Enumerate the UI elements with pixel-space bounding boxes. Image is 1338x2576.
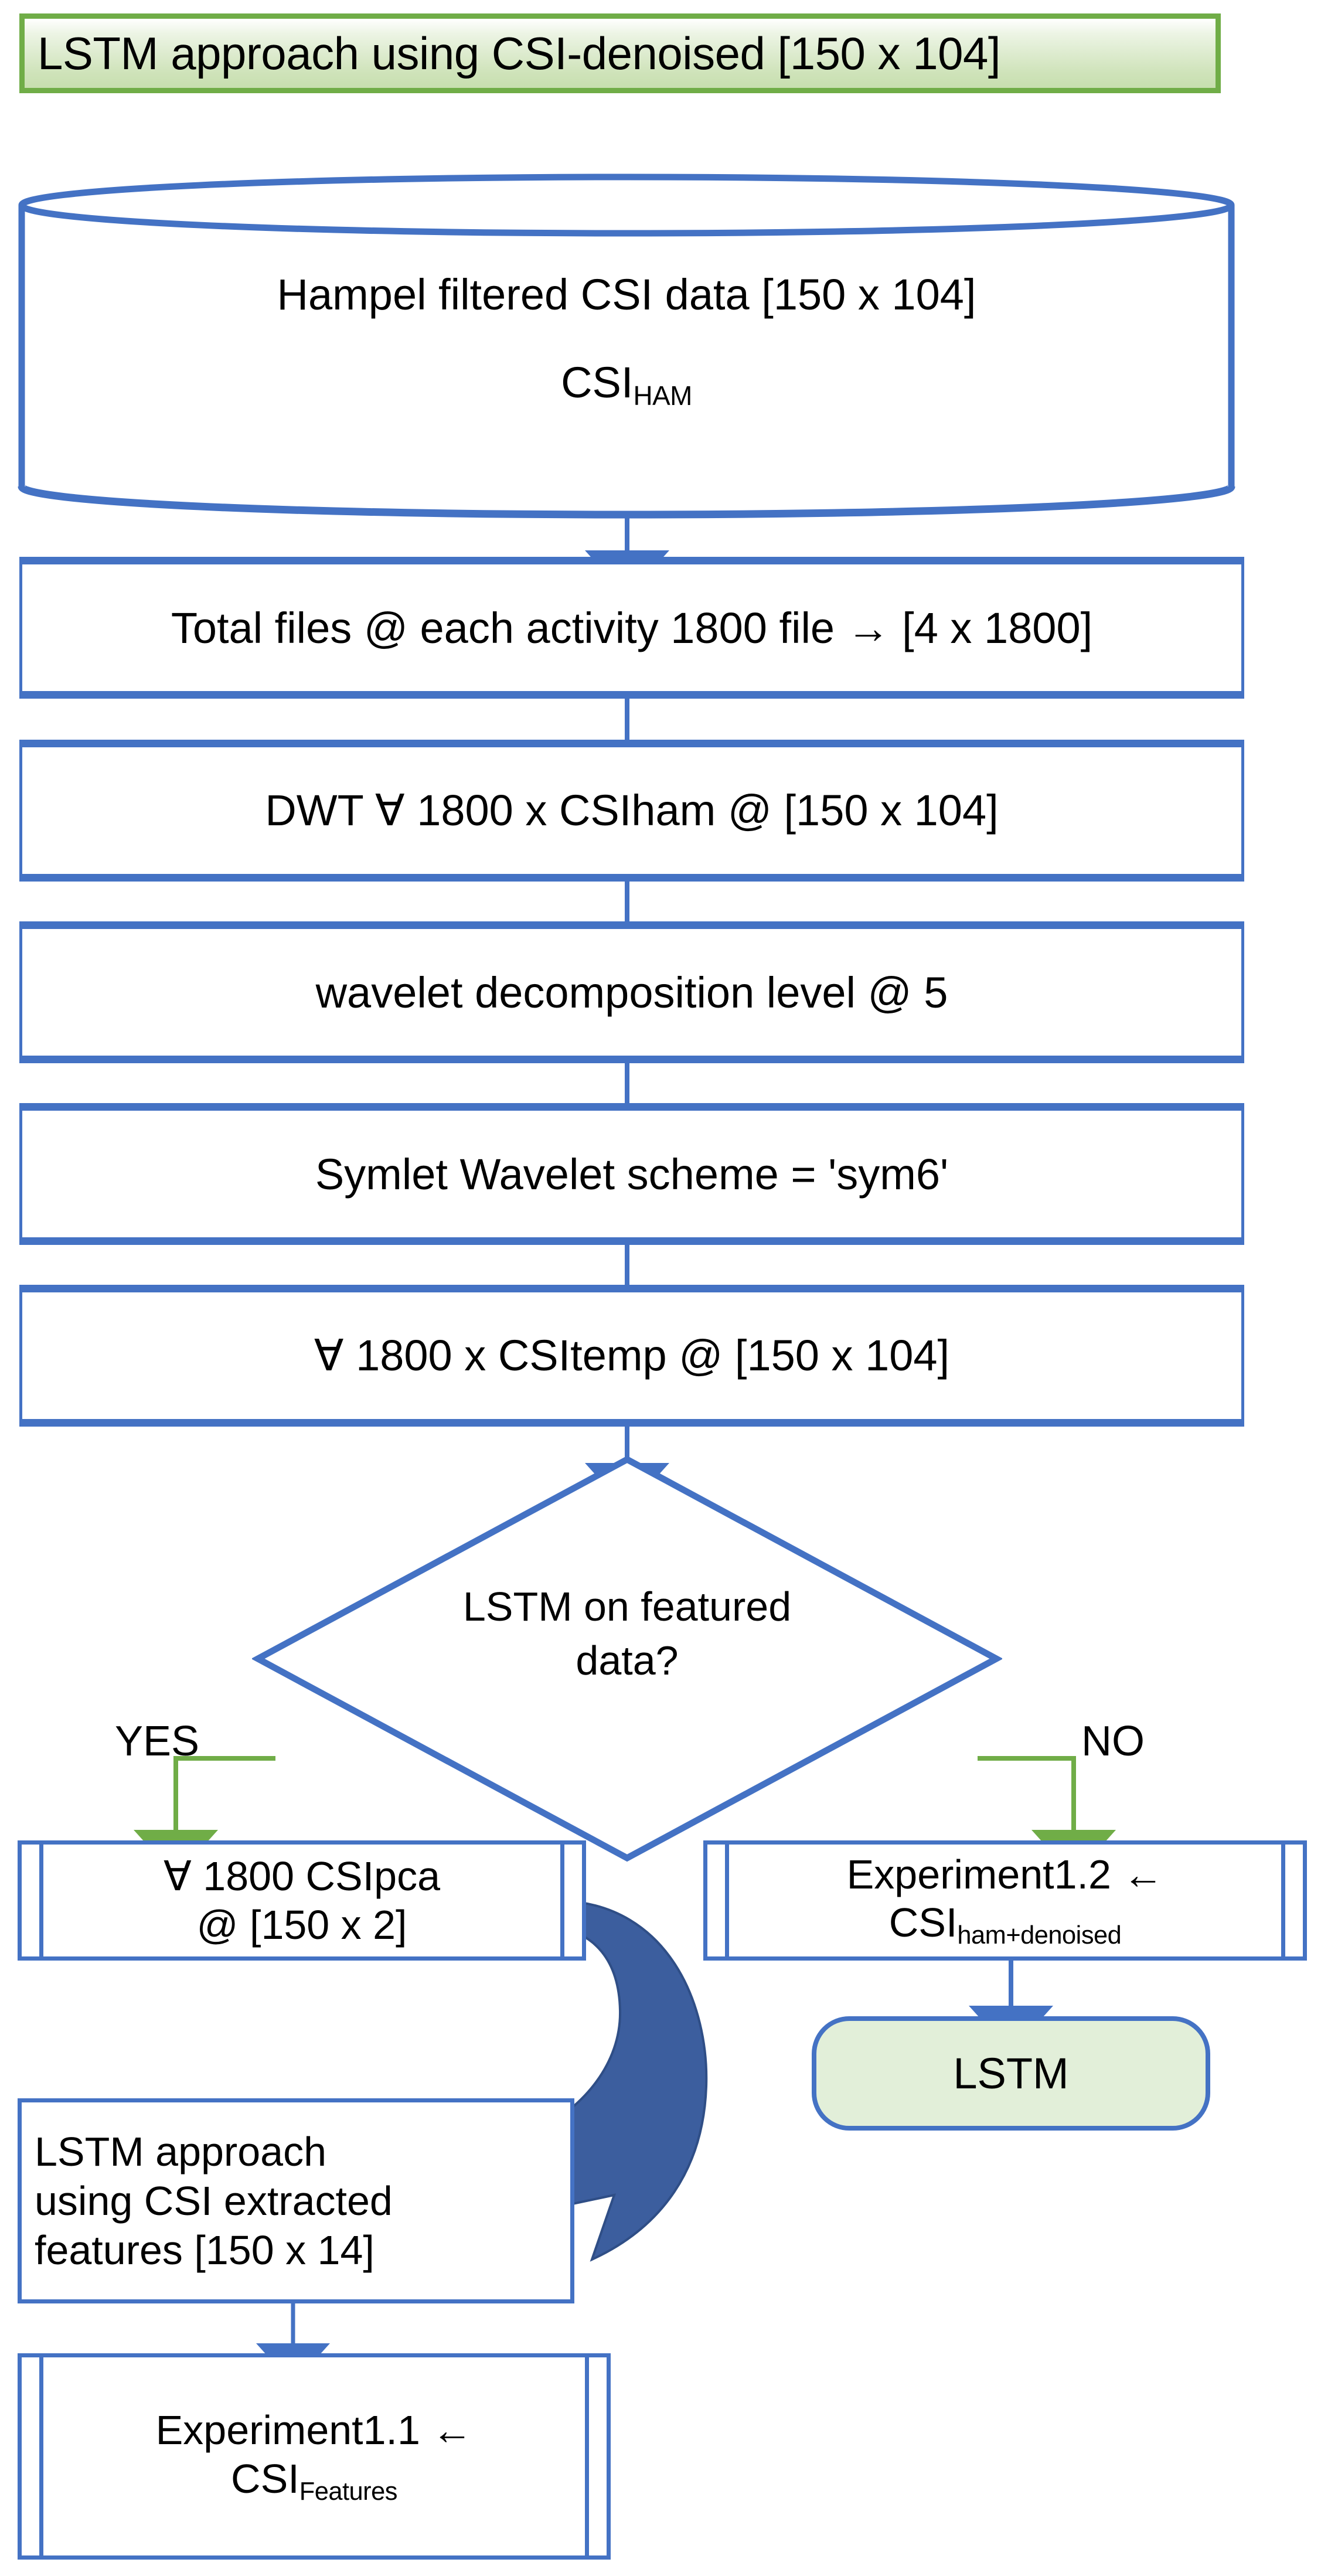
predefined-box-experiment-1-1[interactable]: Experiment1.1 ← CSIFeatures <box>18 2353 611 2560</box>
predefined-box-experiment-1-2-subscript: ham+denoised <box>957 1921 1122 1950</box>
terminator-lstm[interactable]: LSTM <box>812 2016 1210 2131</box>
page-title-text: LSTM approach using CSI-denoised [150 x … <box>38 27 1001 79</box>
process-box-total-files[interactable]: Total files @ each activity 1800 file → … <box>19 557 1244 699</box>
predefined-box-experiment-1-2[interactable]: Experiment1.2 ← CSIham+denoised <box>703 1840 1307 1961</box>
box-lstm-feature-approach-line-1: LSTM approach <box>35 2129 327 2175</box>
process-box-csitemp[interactable]: ∀ 1800 x CSItemp @ [150 x 104] <box>19 1285 1244 1427</box>
process-box-total-files-label: Total files @ each activity 1800 file → … <box>171 603 1093 652</box>
arrow-yes-branch <box>134 1756 275 1877</box>
box-lstm-feature-approach-line-2: using CSI extracted <box>35 2178 393 2224</box>
predefined-box-csipca-line-2: @ [150 x 2] <box>196 1901 407 1948</box>
database-line-1: Hampel filtered CSI data [150 x 104] <box>277 270 976 319</box>
predef-right-bar-exp12 <box>1281 1845 1285 1956</box>
process-box-dwt[interactable]: DWT ∀ 1800 x CSIham @ [150 x 104] <box>19 740 1244 882</box>
decision-label-line-1: LSTM on featured <box>462 1584 792 1629</box>
predefined-box-experiment-1-2-label: Experiment1.2 ← CSIham+denoised <box>813 1850 1198 1951</box>
process-box-wavelet-level[interactable]: wavelet decomposition level @ 5 <box>19 921 1244 1063</box>
box-lstm-feature-approach-label: LSTM approach using CSI extracted featur… <box>35 2127 393 2275</box>
decision-node[interactable]: LSTM on featured data? <box>251 1454 1003 1864</box>
box-lstm-feature-approach-line-3: features [150 x 14] <box>35 2227 374 2273</box>
predefined-box-experiment-1-2-line-1: Experiment1.2 ← <box>846 1851 1164 1897</box>
predefined-box-csipca-line-1: ∀ 1800 CSIpca <box>163 1853 441 1899</box>
process-box-wavelet-level-label: wavelet decomposition level @ 5 <box>315 968 948 1017</box>
terminator-lstm-label: LSTM <box>953 2049 1069 2098</box>
decision-label-line-2: data? <box>576 1638 679 1684</box>
box-lstm-feature-approach[interactable]: LSTM approach using CSI extracted featur… <box>18 2098 574 2303</box>
predefined-box-experiment-1-1-subscript: Features <box>299 2477 398 2506</box>
arrow-no-branch <box>978 1756 1116 1877</box>
database-line-2-base: CSI <box>561 358 634 407</box>
predefined-box-experiment-1-1-line-1: Experiment1.1 ← <box>155 2407 473 2454</box>
database-line-2-subscript: HAM <box>633 380 692 411</box>
process-box-csitemp-label: ∀ 1800 x CSItemp @ [150 x 104] <box>314 1331 950 1380</box>
predef-left-bar-csipca <box>39 1845 43 1956</box>
diamond-shape <box>251 1455 1003 1862</box>
decision-label: LSTM on featured data? <box>445 1580 809 1688</box>
predef-left-bar-exp12 <box>725 1845 729 1956</box>
database-line-2: CSIHAM <box>18 358 1235 411</box>
predefined-box-experiment-1-2-line-2-base: CSI <box>888 1900 958 1946</box>
predef-left-bar-exp11 <box>39 2357 43 2555</box>
branch-label-yes: YES <box>115 1718 200 1765</box>
branch-label-no: NO <box>1081 1718 1145 1765</box>
predefined-box-experiment-1-1-line-2-base: CSI <box>231 2455 299 2502</box>
process-box-dwt-label: DWT ∀ 1800 x CSIham @ [150 x 104] <box>265 786 999 835</box>
process-box-symlet-label: Symlet Wavelet scheme = 'sym6' <box>315 1149 949 1199</box>
predefined-box-experiment-1-1-label: Experiment1.1 ← CSIFeatures <box>122 2406 507 2507</box>
predef-right-bar-csipca <box>560 1845 564 1956</box>
process-box-symlet[interactable]: Symlet Wavelet scheme = 'sym6' <box>19 1103 1244 1245</box>
predef-right-bar-exp11 <box>585 2357 589 2555</box>
predefined-box-csipca[interactable]: ∀ 1800 CSIpca @ [150 x 2] <box>18 1840 586 1961</box>
predefined-box-csipca-label: ∀ 1800 CSIpca @ [150 x 2] <box>130 1852 474 1949</box>
page-title: LSTM approach using CSI-denoised [150 x … <box>19 13 1221 93</box>
